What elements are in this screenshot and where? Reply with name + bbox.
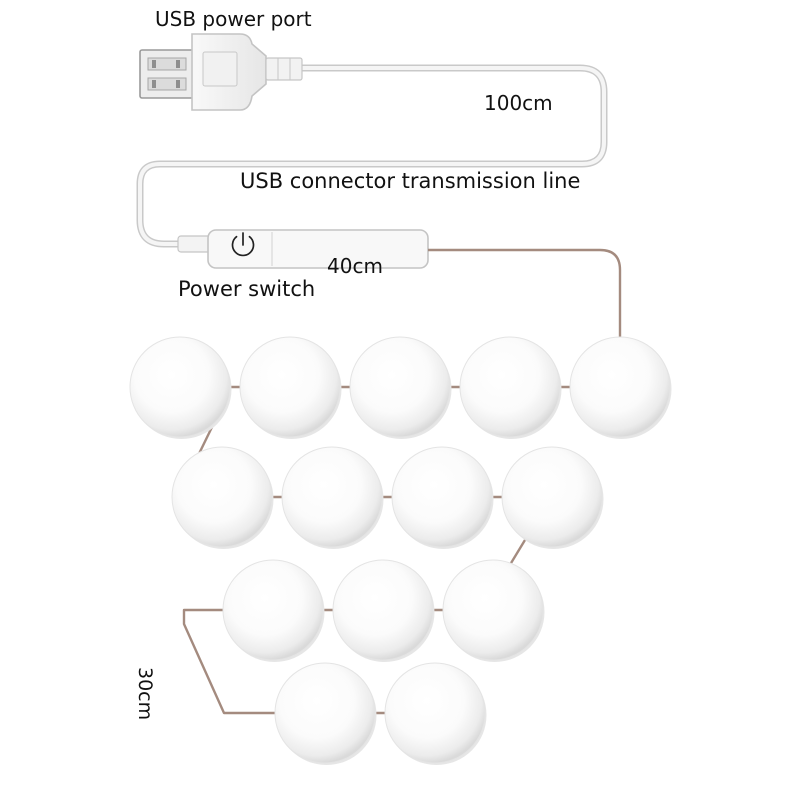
usb-pin — [176, 80, 180, 88]
bulb — [239, 336, 342, 439]
bulb-globe — [281, 446, 383, 548]
usb-power-port-label: USB power port — [155, 7, 312, 31]
bulb — [129, 336, 232, 439]
bulb-globe — [222, 559, 324, 661]
wire-loop-30cm — [182, 608, 284, 715]
usb-pin — [152, 60, 156, 68]
bulb-globe — [459, 336, 561, 438]
usb-cable-length-label: 100cm — [484, 91, 553, 115]
switch-body[interactable] — [207, 229, 429, 269]
usb-connector-line-label: USB connector transmission line — [240, 169, 581, 193]
bulb-globe — [239, 336, 341, 438]
power-switch-label: Power switch — [178, 277, 316, 301]
bulb-globe — [391, 446, 493, 548]
usb-pin — [152, 80, 156, 88]
wire-switch-to-first-bulb — [428, 248, 622, 345]
usb-strain-relief — [265, 57, 303, 81]
usb-logo-panel — [202, 51, 238, 87]
bulb — [501, 446, 604, 549]
bulb — [391, 446, 494, 549]
bulb — [332, 559, 435, 662]
bulb-grid — [129, 336, 672, 765]
bulb-globe — [129, 336, 231, 438]
bulb — [459, 336, 562, 439]
bulb-globe — [442, 559, 544, 661]
bulb-globe — [349, 336, 451, 438]
power-icon[interactable] — [231, 232, 255, 257]
bulb-globe — [569, 336, 671, 438]
usb-cable — [136, 64, 608, 248]
bulb — [349, 336, 452, 439]
bulb — [274, 662, 377, 765]
bulb-globe — [501, 446, 603, 548]
usb-pin — [176, 60, 180, 68]
bulb — [222, 559, 325, 662]
usb-cable-body — [138, 66, 606, 246]
power-switch[interactable] — [177, 229, 429, 269]
bulb — [384, 662, 487, 765]
bulb-spacing-label: 30cm — [134, 667, 156, 721]
bulb-globe — [274, 662, 376, 764]
bulb-globe — [332, 559, 434, 661]
bulb — [442, 559, 545, 662]
switch-cable-length-label: 40cm — [327, 254, 383, 278]
usb-plug-icon — [139, 33, 303, 111]
bulb — [281, 446, 384, 549]
bulb-globe — [384, 662, 486, 764]
switch-cable-collar — [177, 235, 213, 253]
usb-metal-connector — [139, 49, 195, 99]
bulb — [569, 336, 672, 439]
bulb — [171, 446, 274, 549]
bulb-globe — [171, 446, 273, 548]
